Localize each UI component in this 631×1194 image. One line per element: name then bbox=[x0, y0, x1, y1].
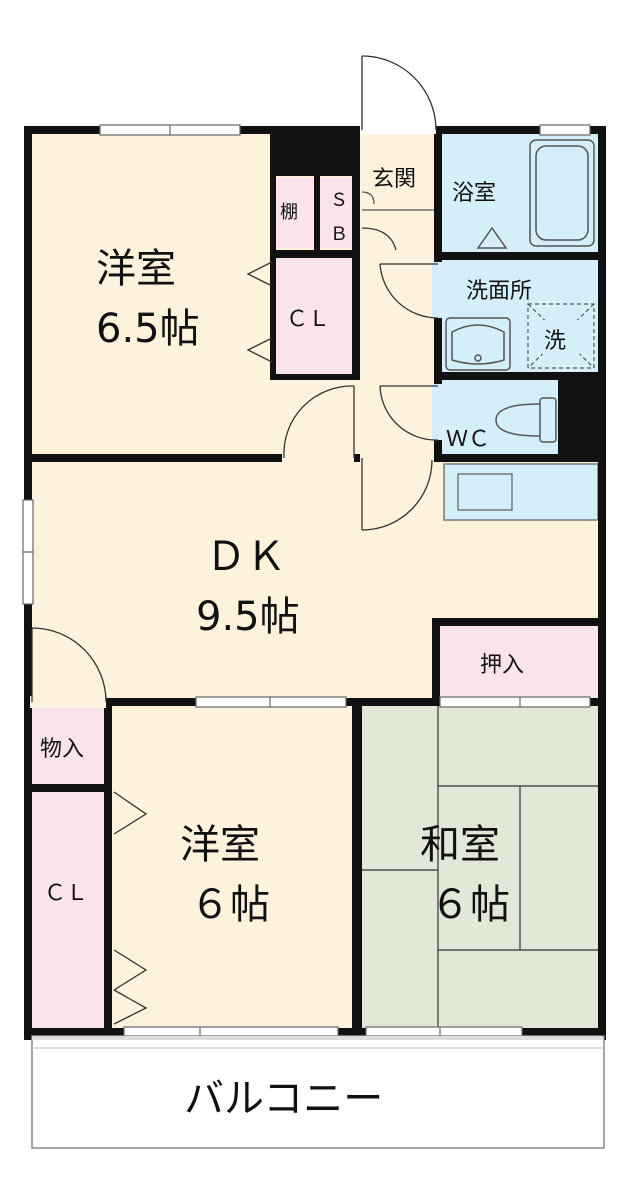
washroom-label: 洗面所 bbox=[466, 279, 532, 304]
entrance-label: 玄関 bbox=[372, 167, 416, 192]
balcony-label: バルコニー bbox=[184, 1076, 383, 1122]
washer-label-bg bbox=[540, 320, 582, 354]
tatami-lines bbox=[362, 706, 602, 1032]
sb-label-bottom: Ｂ bbox=[330, 224, 348, 245]
dk-name: ＤＫ bbox=[206, 534, 286, 580]
oshiire-floor bbox=[440, 626, 602, 700]
cl1-floor bbox=[274, 256, 356, 378]
oshiire-label: 押入 bbox=[480, 653, 524, 678]
western-room-2-floor bbox=[110, 706, 358, 1032]
windows bbox=[22, 124, 591, 1038]
western-room-1-name: 洋室 bbox=[96, 246, 176, 292]
wc-floor bbox=[440, 378, 558, 458]
western-room-1-size: 6.5帖 bbox=[96, 306, 200, 352]
monoire-floor bbox=[30, 706, 106, 784]
toilet-icon bbox=[495, 397, 557, 443]
washroom-floor bbox=[440, 260, 602, 374]
bathtub-icon bbox=[529, 139, 595, 247]
cl2-floor bbox=[30, 790, 106, 1032]
entrance-hall-floor bbox=[356, 132, 440, 460]
sb-floor bbox=[318, 178, 356, 248]
japanese-room-name: 和室 bbox=[420, 822, 500, 868]
bath-floor bbox=[440, 132, 602, 256]
japanese-room-size: ６帖 bbox=[430, 882, 510, 928]
bath-label: 浴室 bbox=[452, 181, 496, 206]
sink-icon bbox=[457, 473, 513, 511]
wash-basin-icon bbox=[445, 317, 511, 371]
wc-label: ＷＣ bbox=[446, 427, 490, 452]
kitchen-counter bbox=[443, 463, 599, 521]
shelf-label: 棚 bbox=[280, 202, 298, 223]
shelf-floor bbox=[274, 178, 314, 248]
western-room-2-size: ６帖 bbox=[190, 882, 270, 928]
monoire-label: 物入 bbox=[40, 737, 84, 762]
japanese-room-floor bbox=[362, 706, 602, 1032]
doors bbox=[30, 55, 444, 1025]
western-room-2-name: 洋室 bbox=[180, 822, 260, 868]
cl2-label: ＣＬ bbox=[44, 881, 88, 906]
sb-label-top: Ｓ bbox=[330, 190, 348, 211]
cl1-label: ＣＬ bbox=[286, 307, 330, 332]
dk-size: 9.5帖 bbox=[196, 594, 300, 640]
bath-drain-icon bbox=[476, 226, 508, 249]
washer-label: 洗 bbox=[544, 329, 566, 354]
balcony-rail bbox=[31, 1035, 605, 1149]
